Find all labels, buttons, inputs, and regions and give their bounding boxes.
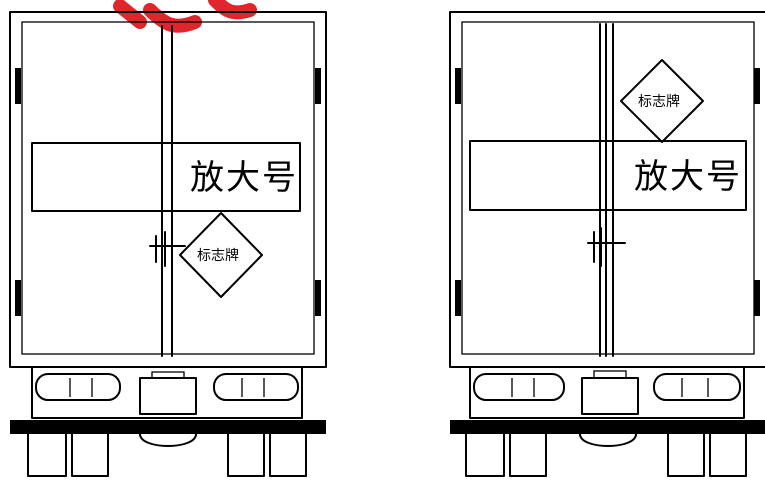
axle-housing xyxy=(579,433,637,447)
enlarged-number-band xyxy=(469,140,747,211)
hinge xyxy=(754,68,760,104)
right-truck: 标志牌 放大号 xyxy=(449,11,765,477)
wheel xyxy=(269,433,307,477)
hinge xyxy=(15,280,21,316)
enlarged-number-band xyxy=(31,142,301,212)
hinge xyxy=(315,68,321,104)
hinge xyxy=(15,68,21,104)
enlarged-number-label: 放大号 xyxy=(634,157,742,197)
wheel xyxy=(71,433,109,477)
axle-housing xyxy=(139,433,197,447)
hazard-sign-label: 标志牌 xyxy=(638,93,680,110)
rear-frame xyxy=(31,366,303,419)
tail-light-left xyxy=(35,373,121,401)
plate-lamp xyxy=(593,370,627,379)
wheel xyxy=(465,433,505,477)
hazard-sign-diamond xyxy=(179,212,263,298)
hinge xyxy=(754,280,760,316)
tail-light-left xyxy=(473,373,565,401)
wheel xyxy=(709,433,747,477)
license-plate-holder xyxy=(139,377,197,415)
hazard-sign-label: 标志牌 xyxy=(197,247,239,264)
enlarged-number-label: 放大号 xyxy=(190,158,298,198)
wheel xyxy=(27,433,67,477)
door-frame xyxy=(21,21,315,355)
tail-light-right xyxy=(213,373,299,401)
hinge xyxy=(455,280,461,316)
hinge xyxy=(315,280,321,316)
tail-light-right xyxy=(653,373,741,401)
bumper-beam xyxy=(450,420,765,434)
bumper-beam xyxy=(10,420,326,434)
rear-frame xyxy=(469,366,745,419)
cargo-box-outline xyxy=(9,11,327,368)
wheel xyxy=(509,433,547,477)
license-plate-holder xyxy=(581,377,639,415)
wheel xyxy=(667,433,705,477)
wheel xyxy=(227,433,265,477)
left-truck: 放大号 标志牌 xyxy=(9,11,327,477)
cargo-box-outline xyxy=(449,11,765,368)
plate-lamp xyxy=(151,371,185,379)
hinge xyxy=(455,68,461,104)
door-frame xyxy=(461,21,755,355)
